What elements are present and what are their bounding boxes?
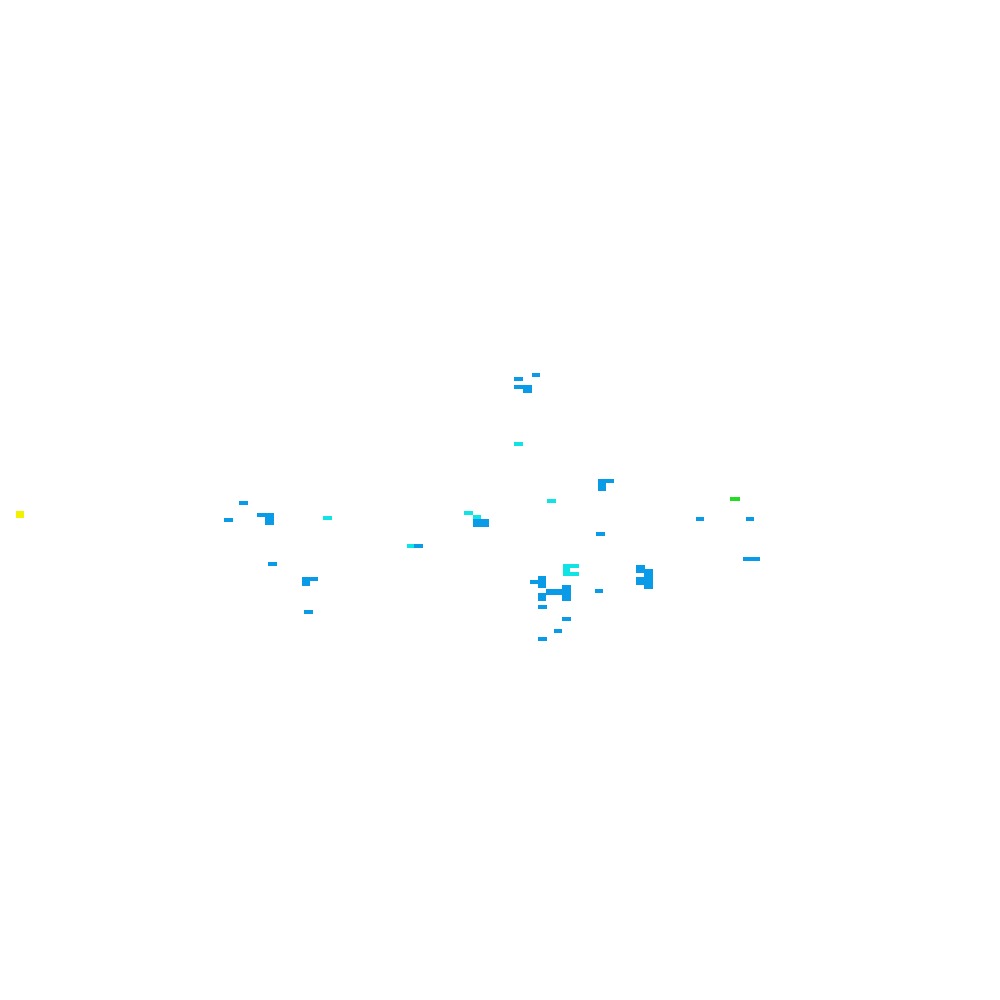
scatter-mark xyxy=(514,442,523,446)
scatter-mark xyxy=(562,585,571,601)
scatter-mark xyxy=(554,629,562,633)
scatter-mark xyxy=(598,479,606,491)
scatter-mark xyxy=(538,593,546,601)
scatter-mark xyxy=(563,564,570,576)
scatter-mark xyxy=(239,501,248,505)
scatter-mark xyxy=(304,610,313,614)
scatter-mark xyxy=(532,373,540,377)
scatter-mark xyxy=(268,562,277,566)
scatter-mark xyxy=(598,479,614,483)
scatter-mark xyxy=(595,589,603,593)
scatter-mark xyxy=(538,637,547,641)
scatter-mark xyxy=(644,569,653,589)
scatter-mark xyxy=(265,513,274,525)
scatter-mark xyxy=(224,518,233,522)
scatter-mark xyxy=(323,516,332,520)
scatter-mark xyxy=(562,617,571,621)
scatter-mark xyxy=(473,515,481,519)
scatter-mark xyxy=(746,517,754,521)
scatter-mark xyxy=(407,544,416,548)
scatter-mark xyxy=(636,577,646,585)
scatter-mark xyxy=(523,385,532,393)
scatter-mark xyxy=(16,511,24,518)
scatter-mark xyxy=(547,499,556,503)
scatter-mark xyxy=(414,544,423,548)
scatter-mark xyxy=(563,572,579,576)
scatter-mark xyxy=(596,532,605,536)
scatter-mark xyxy=(546,589,564,595)
scatter-mark xyxy=(563,564,579,568)
scatter-mark xyxy=(730,497,740,501)
scatter-mark xyxy=(696,517,704,521)
scatter-mark xyxy=(302,577,310,586)
scatter-mark xyxy=(743,557,760,561)
scatter-mark xyxy=(514,377,523,381)
scatter-mark xyxy=(636,565,645,573)
scatter-mark xyxy=(538,605,547,609)
scatter-mark xyxy=(530,580,540,584)
scatter-mark xyxy=(473,519,489,527)
scatter-mark xyxy=(464,511,473,515)
scatter-mark xyxy=(302,577,318,581)
scatter-mark xyxy=(538,576,546,588)
